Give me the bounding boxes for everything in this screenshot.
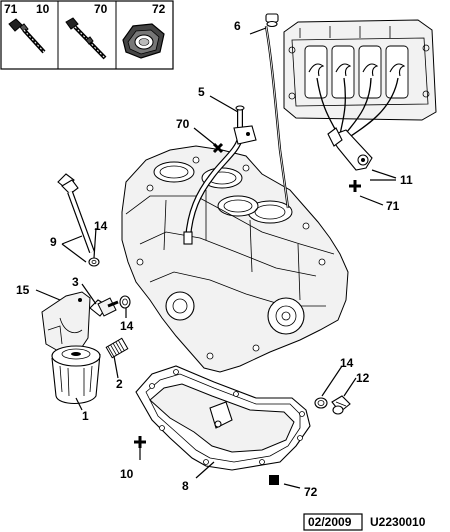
footer-code: U2230010: [370, 515, 426, 529]
crankshaft-bore: [165, 291, 195, 321]
cross-marker-70: [212, 142, 224, 154]
callout-15: 15: [16, 283, 30, 297]
callout-72: 72: [304, 485, 318, 499]
callout-labels: 6 5 70 11 71 14 9 3 15 14 2 1 14 12 10 8…: [16, 19, 413, 499]
cross-marker-71: [349, 180, 361, 192]
oil-filter-shield: [41, 291, 91, 353]
callout-70: 70: [176, 117, 190, 131]
callout-8: 8: [182, 479, 189, 493]
oil-sump: [135, 365, 311, 471]
callout-71: 71: [386, 199, 400, 213]
callout-1: 1: [82, 409, 89, 423]
footer-date: 02/2009: [308, 515, 352, 529]
oil-pressure-switch: [89, 297, 119, 317]
engine-block: [121, 145, 349, 373]
callout-14-right: 14: [340, 356, 354, 370]
callout-3: 3: [72, 275, 79, 289]
callout-5: 5: [198, 85, 205, 99]
callout-6: 6: [234, 19, 241, 33]
callout-12: 12: [356, 371, 370, 385]
cross-marker-10: [134, 436, 146, 448]
callout-14-mid: 14: [120, 319, 134, 333]
callout-10: 10: [120, 467, 134, 481]
filter-union-screw: [105, 337, 129, 359]
legend-box: 71 10 70 72: [0, 0, 174, 70]
legend-ref-72: 72: [152, 2, 166, 16]
bolt-flanged-icon: [8, 18, 46, 54]
oil-filter: [51, 345, 101, 405]
square-marker-72: [269, 475, 279, 485]
sump-drain-plug: [331, 395, 351, 415]
legend-ref-70: 70: [94, 2, 108, 16]
legend-ref-71: 71: [4, 2, 18, 16]
callout-9: 9: [50, 235, 57, 249]
oil-level-sensor: [57, 173, 100, 267]
callout-14-upper: 14: [94, 219, 108, 233]
nut-hex-icon: [122, 23, 165, 59]
oil-dipstick: [264, 13, 290, 209]
diagram-footer: 02/2009 U2230010: [303, 513, 426, 531]
cylinder-block-underside-inset: [283, 19, 437, 171]
bolt-long-icon: [65, 17, 107, 60]
rear-crank-flange: [267, 297, 305, 335]
leader-lines: [35, 27, 397, 489]
drain-plug-washer: [314, 397, 328, 409]
callout-11: 11: [400, 173, 413, 187]
legend-qty-10: 10: [36, 2, 50, 16]
piston-cooling-jet: [327, 127, 373, 171]
dipstick-guide-tube: [183, 105, 257, 245]
callout-2: 2: [116, 377, 123, 391]
sealing-washer: [119, 295, 131, 309]
